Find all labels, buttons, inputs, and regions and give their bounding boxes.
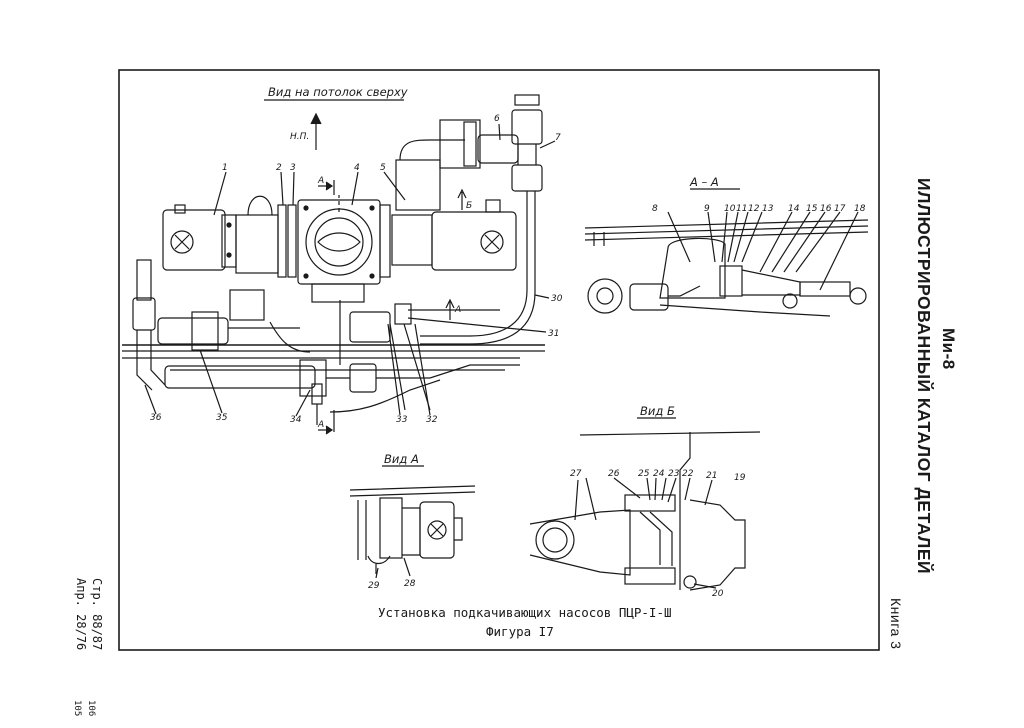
callout-22: 22 <box>682 469 694 479</box>
callout-1: 1 <box>222 163 228 173</box>
figure-caption: Установка подкачивающих насосов ПЦР-I-Ш <box>378 605 672 620</box>
callout-7: 7 <box>555 133 561 143</box>
drawing-frame <box>118 69 880 651</box>
view-b-mark: Б <box>466 201 472 211</box>
callout-19: 19 <box>734 473 746 483</box>
callout-11: 11 <box>736 204 747 214</box>
up-direction-mark: Н.П. <box>290 132 309 142</box>
callout-30: 30 <box>551 294 563 304</box>
callout-13: 13 <box>762 204 774 214</box>
callout-18: 18 <box>854 204 866 214</box>
callout-35: 35 <box>216 413 228 423</box>
callout-10: 10 <box>724 204 736 214</box>
callout-9: 9 <box>704 204 710 214</box>
callout-5: 5 <box>380 163 386 173</box>
callout-24: 24 <box>653 469 665 479</box>
section-a-a-drawing <box>584 188 869 317</box>
callout-27: 27 <box>570 469 582 479</box>
callout-29: 29 <box>368 581 380 591</box>
callout-34: 34 <box>290 415 302 425</box>
callout-6: 6 <box>494 114 500 124</box>
callout-2: 2 <box>276 163 282 173</box>
callout-16: 16 <box>820 204 832 214</box>
callout-26: 26 <box>608 469 620 479</box>
callout-20: 20 <box>712 589 724 599</box>
section-mark-side: А <box>454 305 461 315</box>
callout-numbers: 1 2 3 4 5 6 7 30 31 32 33 34 35 36 8 9 1… <box>150 114 866 599</box>
callout-15: 15 <box>806 204 818 214</box>
view-a-title: Вид А <box>384 452 419 466</box>
callout-25: 25 <box>638 469 650 479</box>
callout-33: 33 <box>396 415 408 425</box>
view-b-title: Вид Б <box>640 404 675 418</box>
callout-14: 14 <box>788 204 800 214</box>
view-top-title: Вид на потолок сверху <box>268 85 408 99</box>
view-b-drawing <box>529 417 761 591</box>
callout-31: 31 <box>548 329 559 339</box>
callout-12: 12 <box>748 204 760 214</box>
section-mark-upper: А <box>317 176 324 186</box>
callout-17: 17 <box>834 204 846 214</box>
callout-3: 3 <box>290 163 296 173</box>
callout-36: 36 <box>150 413 162 423</box>
callout-28: 28 <box>404 579 416 589</box>
callout-21: 21 <box>706 471 717 481</box>
figure-number: Фигура I7 <box>486 624 554 639</box>
view-section-title: А – А <box>689 175 719 189</box>
callout-23: 23 <box>668 469 680 479</box>
section-mark-lower: А <box>317 420 324 430</box>
callout-8: 8 <box>652 204 658 214</box>
top-view-drawing <box>122 94 556 435</box>
callout-32: 32 <box>426 415 438 425</box>
view-a-drawing <box>349 465 476 579</box>
callout-4: 4 <box>354 163 360 173</box>
